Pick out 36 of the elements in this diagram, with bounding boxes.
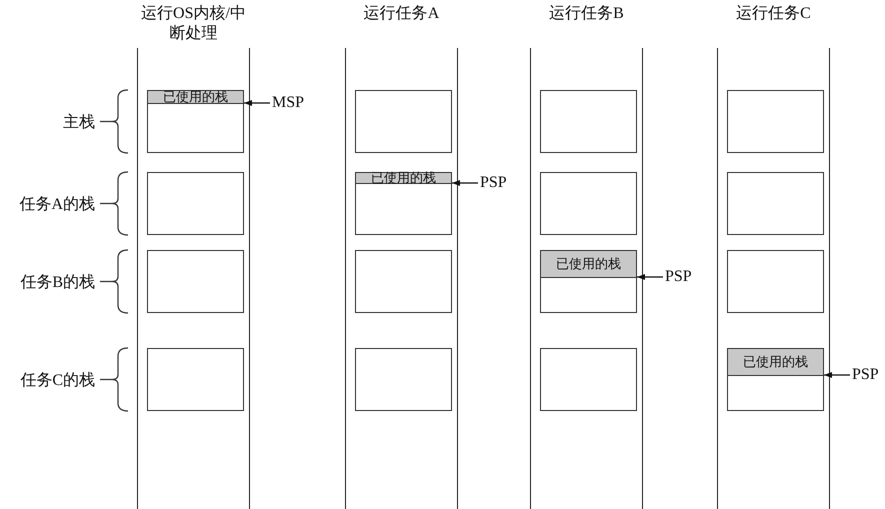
column-heading: 运行任务C	[735, 4, 812, 24]
stack-frame	[727, 250, 824, 313]
stack-frame	[727, 348, 824, 411]
stack-frame	[540, 250, 637, 313]
stack-frame	[355, 348, 452, 411]
arrow	[452, 180, 478, 186]
row-label: 任务A的栈	[18, 194, 95, 214]
column-heading: 运行任务B	[548, 4, 625, 24]
column-heading: 运行任务A	[362, 4, 440, 24]
stack-frame	[147, 348, 244, 411]
stack-pointer-label: PSP	[665, 268, 692, 286]
stack-frame	[147, 90, 244, 153]
stack-frame	[147, 172, 244, 235]
stack-frame	[540, 348, 637, 411]
stack-frame	[727, 172, 824, 235]
used-stack-block: 已使用的栈	[355, 172, 452, 184]
used-stack-block: 已使用的栈	[147, 90, 244, 104]
row-label: 任务B的栈	[19, 272, 95, 292]
arrow	[244, 100, 270, 106]
stack-frame	[355, 90, 452, 153]
stack-frame	[540, 90, 637, 153]
stack-pointer-label: PSP	[852, 366, 879, 384]
stack-frame	[727, 90, 824, 153]
used-stack-block: 已使用的栈	[727, 348, 824, 376]
stack-frame	[355, 172, 452, 235]
row-label: 主栈	[62, 112, 95, 132]
arrow	[637, 274, 663, 280]
column-heading: 运行OS内核/中断处理	[140, 4, 247, 44]
stack-pointer-label: PSP	[480, 174, 507, 192]
used-stack-block: 已使用的栈	[540, 250, 637, 278]
stack-frame	[147, 250, 244, 313]
stack-frame	[540, 172, 637, 235]
row-label: 任务C的栈	[19, 370, 95, 390]
stack-frame	[355, 250, 452, 313]
arrow	[824, 372, 850, 378]
stack-pointer-label: MSP	[272, 94, 304, 112]
